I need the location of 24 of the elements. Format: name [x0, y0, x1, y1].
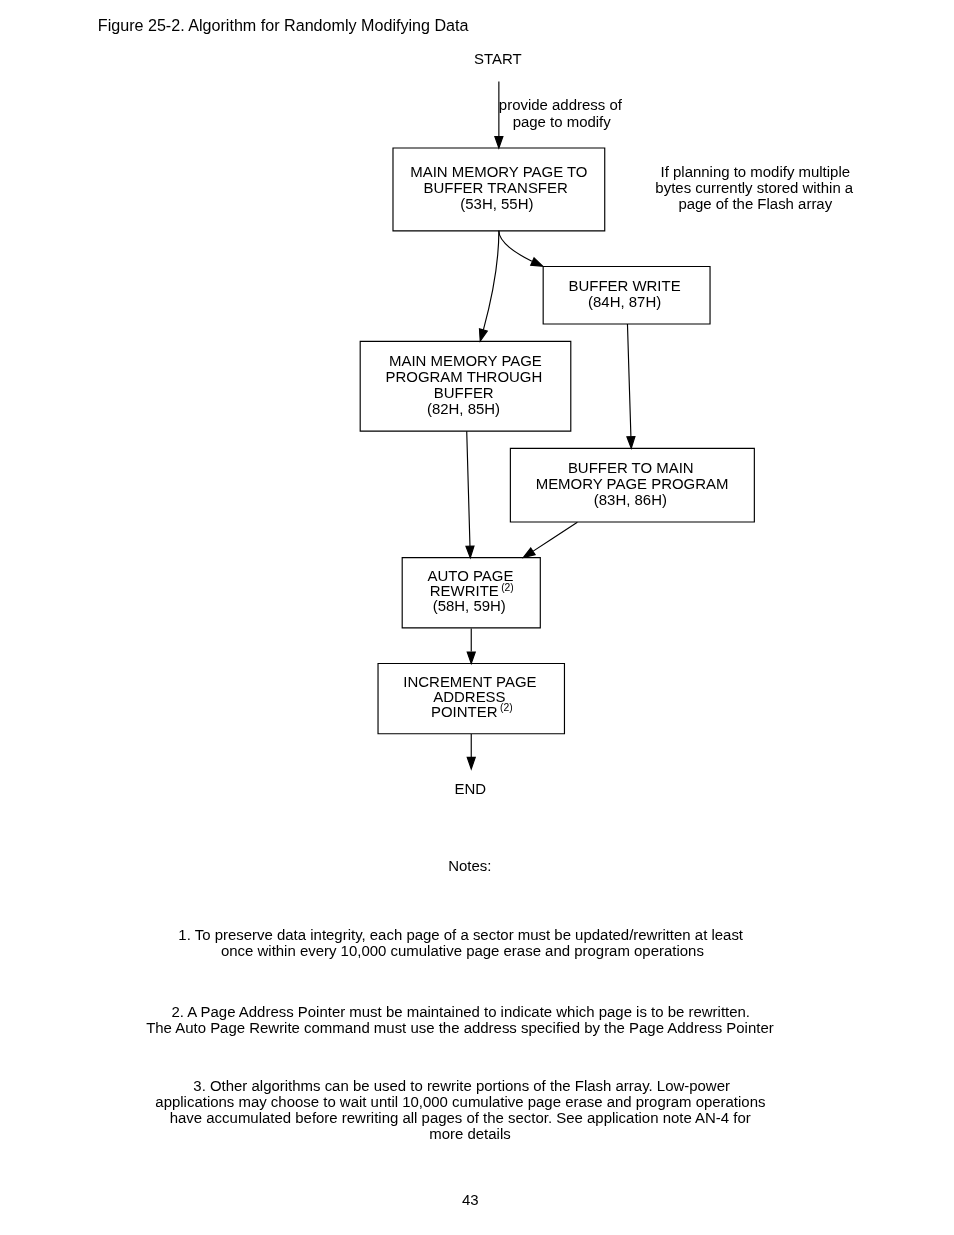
label: Notes:	[448, 857, 492, 875]
node-text: START	[474, 50, 522, 68]
label: 3. Other algorithms can be used to rewrite portions of the Flash array. Low-power applications may choose to wait until 10,000 cumulative page erase and program operations have accumulated before rewriting all pages of the sector. See application note AN-4 for more details	[155, 1076, 766, 1143]
arrow	[494, 80, 504, 150]
node-box: MAIN MEMORY PAGE PROGRAM THROUGH BUFFER (82H, 85H)	[359, 340, 572, 432]
arrow	[465, 430, 475, 560]
node-box: AUTO PAGE REWRITE$^{(2)}$ (58H, 59H)	[401, 557, 541, 629]
arrow	[521, 521, 578, 559]
node-box: BUFFER TO MAIN MEMORY PAGE PROGRAM (83H, 86H)	[509, 447, 755, 523]
arrow	[626, 323, 636, 450]
node-box: BUFFER WRITE (84H, 87H)	[542, 265, 711, 325]
label: 2. A Page Address Pointer must be maintained to indicate which page is to be rewritten. The Auto Page Rewrite command must use the address specified by the Page Address Pointer	[146, 1003, 774, 1037]
edge-label: provide address of page to modify	[498, 96, 622, 130]
label: 1. To preserve data integrity, each page of a sector must be updated/rewritten at least once within every 10,000 cumulative page erase and program operations	[178, 926, 744, 960]
node-box: MAIN MEMORY PAGE TO BUFFER TRANSFER (53H, 55H)	[392, 147, 606, 232]
arrow	[498, 230, 545, 268]
diagram-title: Figure 25-2. Algorithm for Randomly Modifying Data	[97, 15, 469, 34]
arrow	[466, 627, 477, 666]
arrow	[466, 733, 477, 771]
arrow	[478, 230, 500, 343]
node-label: If planning to modify multiple bytes currently stored within a page of the Flash array	[655, 163, 854, 213]
label: 43	[462, 1190, 479, 1208]
node-text: END	[454, 780, 487, 798]
node-box: INCREMENT PAGE ADDRESS POINTER$^{(2)}$	[377, 662, 566, 735]
